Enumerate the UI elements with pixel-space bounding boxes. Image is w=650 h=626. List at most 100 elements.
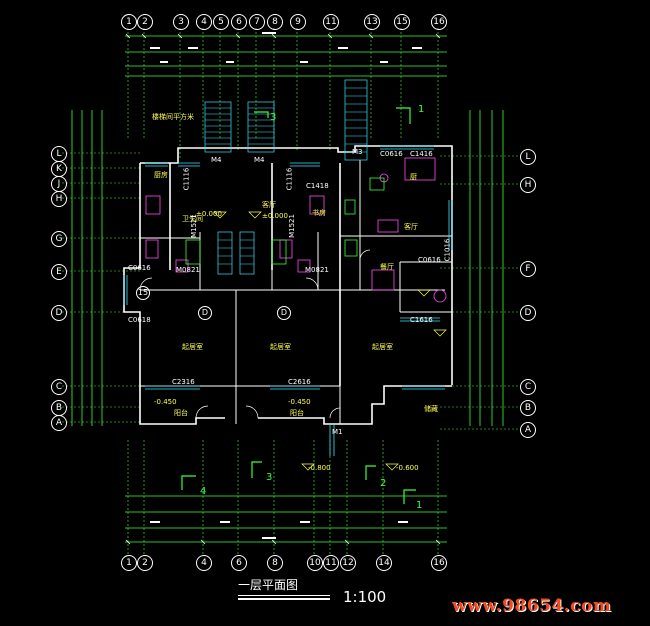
bottom-dimension-lines <box>125 495 447 543</box>
left-dimension-lines <box>71 110 103 426</box>
tag-window: C1116 <box>182 167 191 191</box>
axis-bubble-bottom: 1 <box>121 555 137 571</box>
room-label-storage: 储藏 <box>424 405 438 413</box>
axis-bubble-left: G <box>51 231 67 247</box>
axis-bubble-left: H <box>51 191 67 207</box>
axis-bubble-right: H <box>520 177 536 193</box>
stair-note: 楼梯间平方米 <box>152 113 194 121</box>
tag-window: C1418 <box>306 182 329 190</box>
green-fixtures <box>185 177 385 265</box>
axis-bubble-top: 13 <box>364 14 380 30</box>
axis-bubble-top: 1 <box>121 14 137 30</box>
elevation-label: -0.450 <box>288 398 311 406</box>
tag-window: C0616 <box>380 150 403 158</box>
room-label-bedroom-middle: 起居室 <box>270 343 291 351</box>
axis-bubble-top: 6 <box>231 14 247 30</box>
room-label-dining: 餐厅 <box>380 263 394 271</box>
title-underline-thick <box>238 598 330 600</box>
grid-bubble: 15 <box>136 286 150 300</box>
axis-bubble-right: A <box>520 422 536 438</box>
axis-bubble-left: D <box>51 305 67 321</box>
axis-bubble-bottom: 4 <box>196 555 212 571</box>
room-label-bedroom-right: 起居室 <box>372 343 393 351</box>
section-label: 1 <box>416 500 423 511</box>
tag-window: C0616 <box>418 256 441 264</box>
tag-window: C1616 <box>410 316 433 324</box>
room-label-study: 书房 <box>312 209 326 217</box>
drawing-scale: 1:100 <box>343 588 387 606</box>
room-label-balcony-left: 阳台 <box>174 409 188 417</box>
axis-bubble-bottom: 10 <box>307 555 323 571</box>
title-underline <box>238 595 330 596</box>
grid-bubble: D <box>277 306 291 320</box>
axis-bubble-bottom: 16 <box>431 555 447 571</box>
axis-bubble-top: 8 <box>267 14 283 30</box>
axis-bubble-right: L <box>520 149 536 165</box>
tag-door: M4 <box>211 156 222 164</box>
watermark-logo: www.98654.com <box>452 596 612 616</box>
elevation-label: -0.800 <box>308 464 331 472</box>
elevation-label: -0.450 <box>154 398 177 406</box>
section-label: 2 <box>380 478 387 489</box>
axis-bubble-bottom: 12 <box>340 555 356 571</box>
tag-door: M0821 <box>305 266 329 274</box>
elevation-label: ±0.000 <box>262 212 288 220</box>
axis-bubble-top: 11 <box>323 14 339 30</box>
axis-bubble-bottom: 14 <box>376 555 392 571</box>
axis-bubble-right: F <box>520 261 536 277</box>
axis-bubble-left: A <box>51 415 67 431</box>
axis-bubble-bottom: 8 <box>267 555 283 571</box>
axis-bubble-top: 5 <box>213 14 229 30</box>
tag-window: C1116 <box>285 167 294 191</box>
entrance <box>329 424 335 456</box>
room-label-bath: 卫生间 <box>182 215 203 223</box>
windows <box>123 145 453 390</box>
axis-bubble-top: 16 <box>431 14 447 30</box>
axis-bubble-top: 7 <box>249 14 265 30</box>
elevation-label: ±0.000 <box>196 210 222 218</box>
axis-bubble-bottom: 11 <box>323 555 339 571</box>
tag-window: C2616 <box>288 378 311 386</box>
room-label-bedroom-left: 起居室 <box>182 343 203 351</box>
elevation-marks <box>213 211 447 471</box>
room-label-balcony-middle: 阳台 <box>290 409 304 417</box>
door-swings <box>139 249 371 419</box>
room-label-living-right: 客厅 <box>404 223 418 231</box>
tag-window: C2316 <box>172 378 195 386</box>
tag-window: C1416 <box>410 150 433 158</box>
room-label-kitchen-left: 厨房 <box>154 171 168 179</box>
section-label: 4 <box>200 486 207 497</box>
axis-bubble-top: 4 <box>196 14 212 30</box>
axis-bubble-bottom: 2 <box>137 555 153 571</box>
axis-leaders-bottom <box>127 440 439 555</box>
tag-door: M3 <box>352 148 363 156</box>
axis-bubble-top: 2 <box>137 14 153 30</box>
dim-number-marks <box>150 32 422 539</box>
axis-bubble-left: L <box>51 146 67 162</box>
axis-bubble-top: 15 <box>394 14 410 30</box>
axis-bubble-bottom: 6 <box>231 555 247 571</box>
axis-bubble-left: J <box>51 176 67 192</box>
axis-bubble-right: D <box>520 305 536 321</box>
section-marks <box>181 107 416 504</box>
room-label-living-left: 客厅 <box>262 201 276 209</box>
dimension-ticks <box>125 33 441 545</box>
elevation-label: -0.600 <box>396 464 419 472</box>
axis-bubble-top: 9 <box>290 14 306 30</box>
room-label-kitchen-right: 厨 <box>410 173 417 181</box>
axis-bubble-top: 3 <box>173 14 189 30</box>
axis-bubble-left: C <box>51 379 67 395</box>
tag-door: M4 <box>254 156 265 164</box>
section-label: 1 <box>418 104 425 115</box>
axis-bubble-right: B <box>520 400 536 416</box>
tag-door: M1 <box>332 428 343 436</box>
tag-window: C0618 <box>128 316 151 324</box>
section-label: 3 <box>266 472 273 483</box>
tag-door: M1521 <box>189 214 198 238</box>
top-dimension-lines <box>125 35 447 77</box>
axis-leaders-horizontal <box>62 152 520 430</box>
tag-window: C1016 <box>443 238 452 262</box>
drawing-title: 一层平面图 <box>238 578 299 592</box>
